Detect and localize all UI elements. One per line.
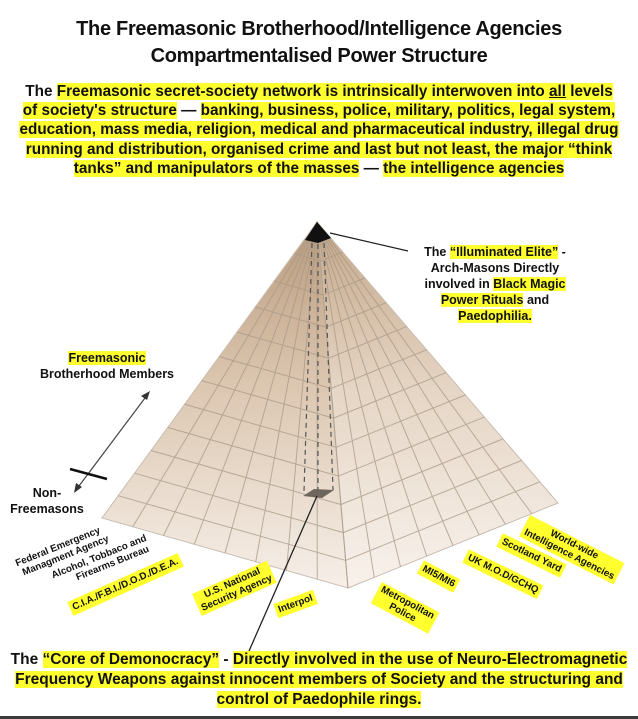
label-text: Brotherhood Members <box>39 367 175 381</box>
label-highlight: “Illuminated Elite” <box>449 245 559 259</box>
grid-line <box>255 221 318 562</box>
grid-line <box>316 221 533 514</box>
label-highlight: Freemasonic <box>68 351 146 365</box>
core-of-demonocracy-caption: The “Core of Demonocracy” - Directly inv… <box>10 650 628 710</box>
bottom-bar <box>0 716 638 719</box>
intro-text: The <box>25 83 57 100</box>
intro-paragraph: The Freemasonic secret-society network i… <box>18 82 620 178</box>
caption-text: - <box>219 651 233 668</box>
title-line-1: The Freemasonic Brotherhood/Intelligence… <box>76 18 562 40</box>
grid-line <box>224 221 318 554</box>
core-plate <box>303 489 334 498</box>
grid-line <box>316 221 454 546</box>
intro-underlined: all <box>548 83 566 100</box>
members-label: Freemasonic Brotherhood Members <box>22 350 192 382</box>
grid-line <box>316 221 349 589</box>
label-text: - <box>558 245 566 259</box>
grid-line <box>286 221 318 571</box>
label-text: Freemasons <box>10 502 84 516</box>
membership-divider <box>69 467 108 481</box>
label-text: involved in <box>424 277 494 291</box>
title-line-2: Compartmentalised Power Structure <box>150 45 488 67</box>
caption-highlight: Directly involved in the use of Neuro-El… <box>15 651 628 708</box>
capstone <box>305 222 331 243</box>
grid-line <box>163 221 318 536</box>
elite-pointer-line <box>329 232 409 252</box>
label-text: Arch-Masons Directly <box>430 261 560 275</box>
grid-line <box>316 221 401 567</box>
caption-highlight: “Core of Demonocracy” <box>42 651 220 668</box>
intro-highlight: Freemasonic secret-society network is in… <box>56 83 549 100</box>
arrow-up-icon <box>141 391 150 400</box>
intro-text: — <box>176 102 201 120</box>
label-text: and <box>523 293 550 307</box>
grid-line <box>316 221 480 536</box>
label-text: Non- <box>32 486 62 500</box>
grid-line <box>316 221 506 525</box>
grid-line <box>316 221 428 557</box>
illuminated-elite-label: The “Illuminated Elite” - Arch-Masons Di… <box>400 244 590 324</box>
grid-line <box>316 221 375 578</box>
arrow-down-icon <box>74 483 82 493</box>
caption-text: The <box>10 651 43 668</box>
intro-highlight: the intelligence agencies <box>383 159 565 177</box>
label-highlight: Black Magic <box>493 277 566 291</box>
label-text: The <box>424 245 450 259</box>
label-highlight: Power Rituals <box>440 293 524 307</box>
grid-line <box>193 221 318 545</box>
pyramid-left-face <box>101 220 349 589</box>
label-highlight: Paedophilia. <box>458 309 532 323</box>
pyramid-grid <box>118 221 541 589</box>
core-pointer-line <box>248 495 318 652</box>
grid-line <box>132 221 318 528</box>
non-freemasons-label: Non- Freemasons <box>2 485 92 517</box>
intro-text: — <box>359 159 384 177</box>
